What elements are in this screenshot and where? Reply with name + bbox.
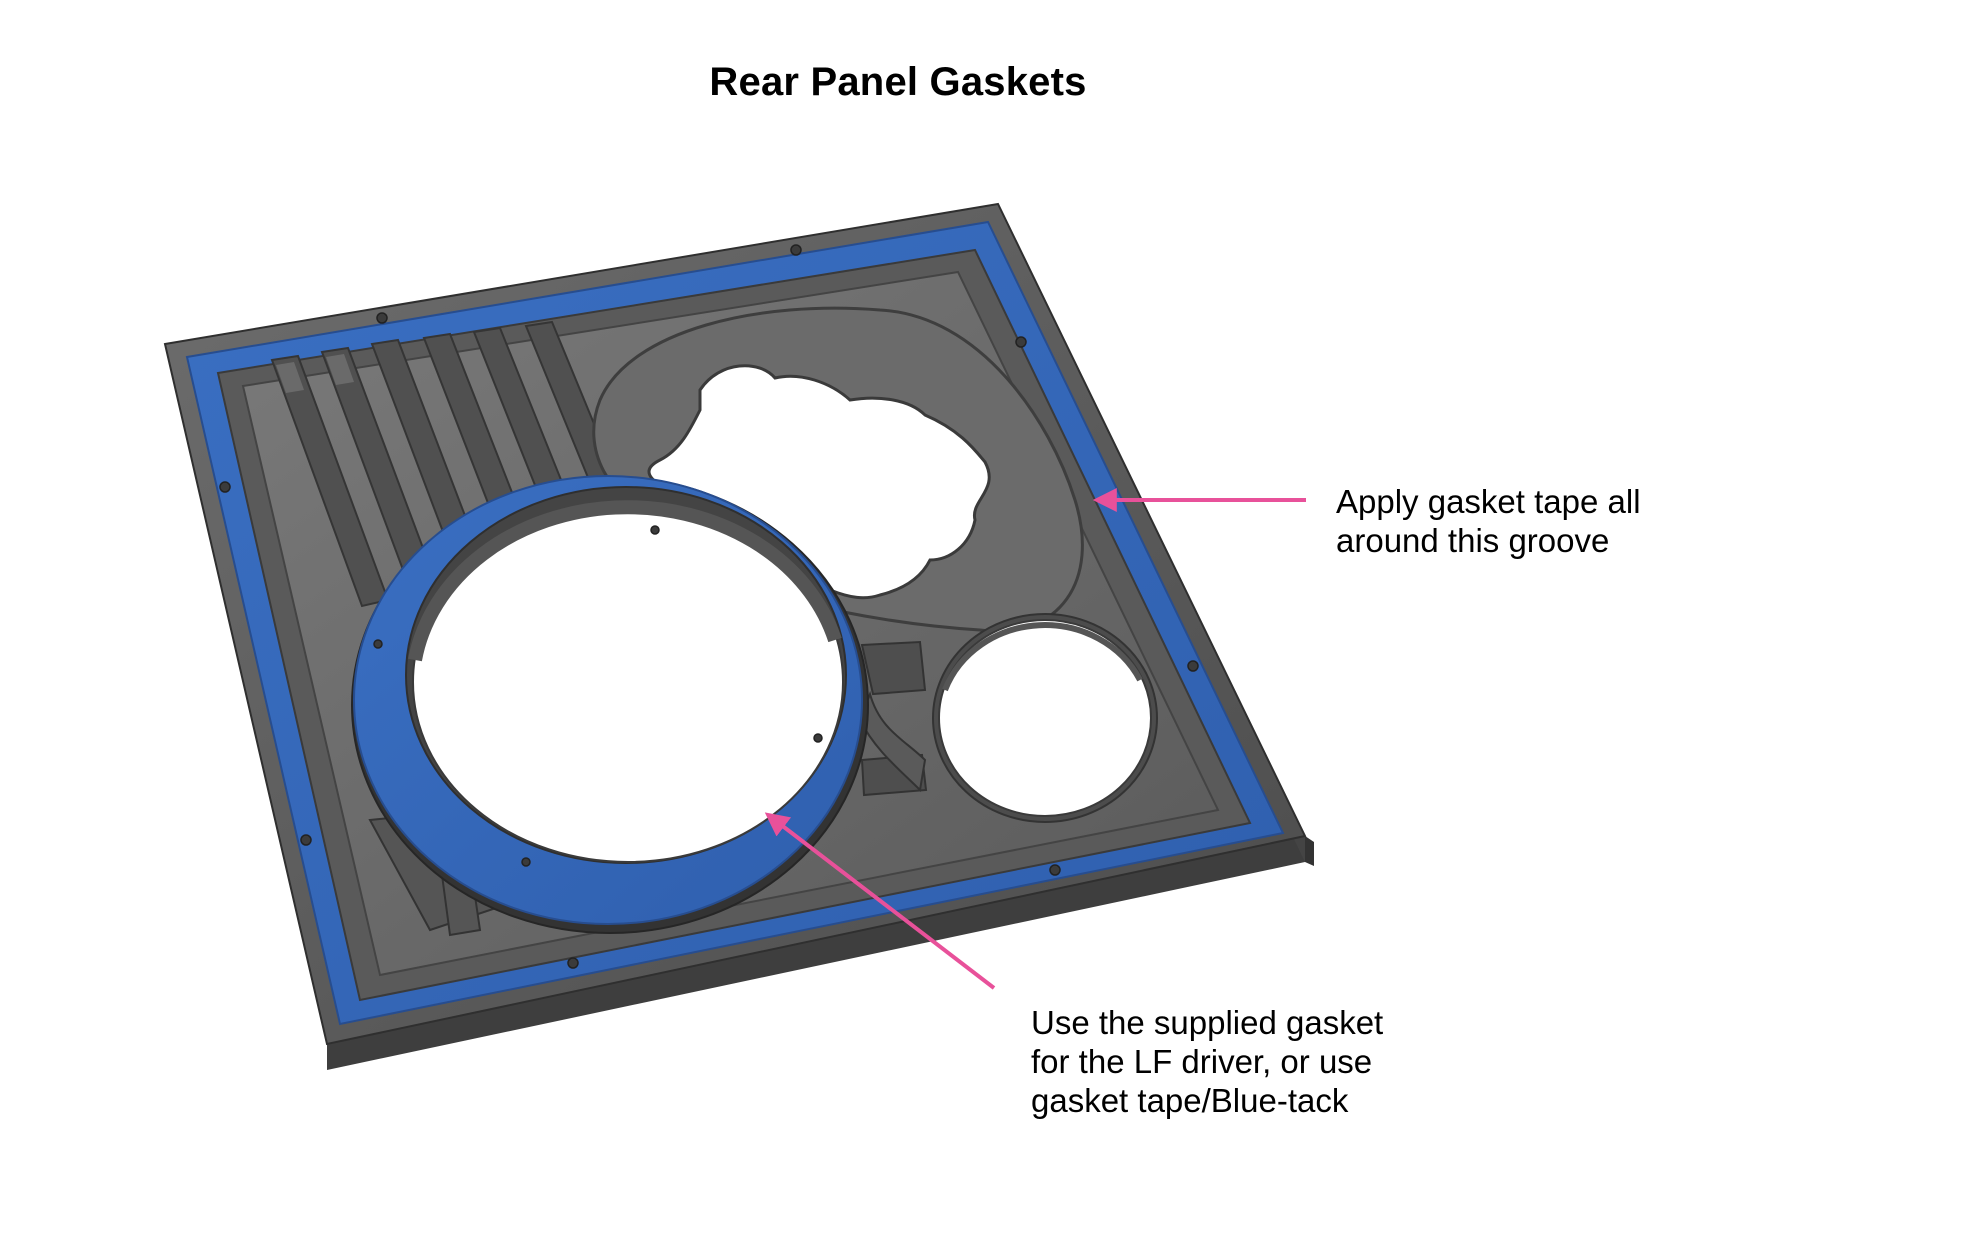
groove-callout-line-1: Apply gasket tape all [1336,483,1641,520]
lf-driver-ring [351,475,869,934]
groove-callout-line-2: around this groove [1336,522,1610,559]
small-port-hole [932,613,1158,823]
driver-ring-arrow [764,812,996,990]
driver-callout-line-2: for the LF driver, or use [1031,1043,1373,1080]
driver-callout-line-3: gasket tape/Blue-tack [1031,1082,1349,1119]
center-channel [858,640,928,797]
driver-callout: Use the supplied gasket for the LF drive… [1031,1003,1383,1120]
screw-holes [219,244,1199,969]
groove-callout: Apply gasket tape all around this groove [1336,482,1641,560]
diagram-title: Rear Panel Gaskets [709,60,1087,104]
driver-callout-line-1: Use the supplied gasket [1031,1004,1384,1041]
